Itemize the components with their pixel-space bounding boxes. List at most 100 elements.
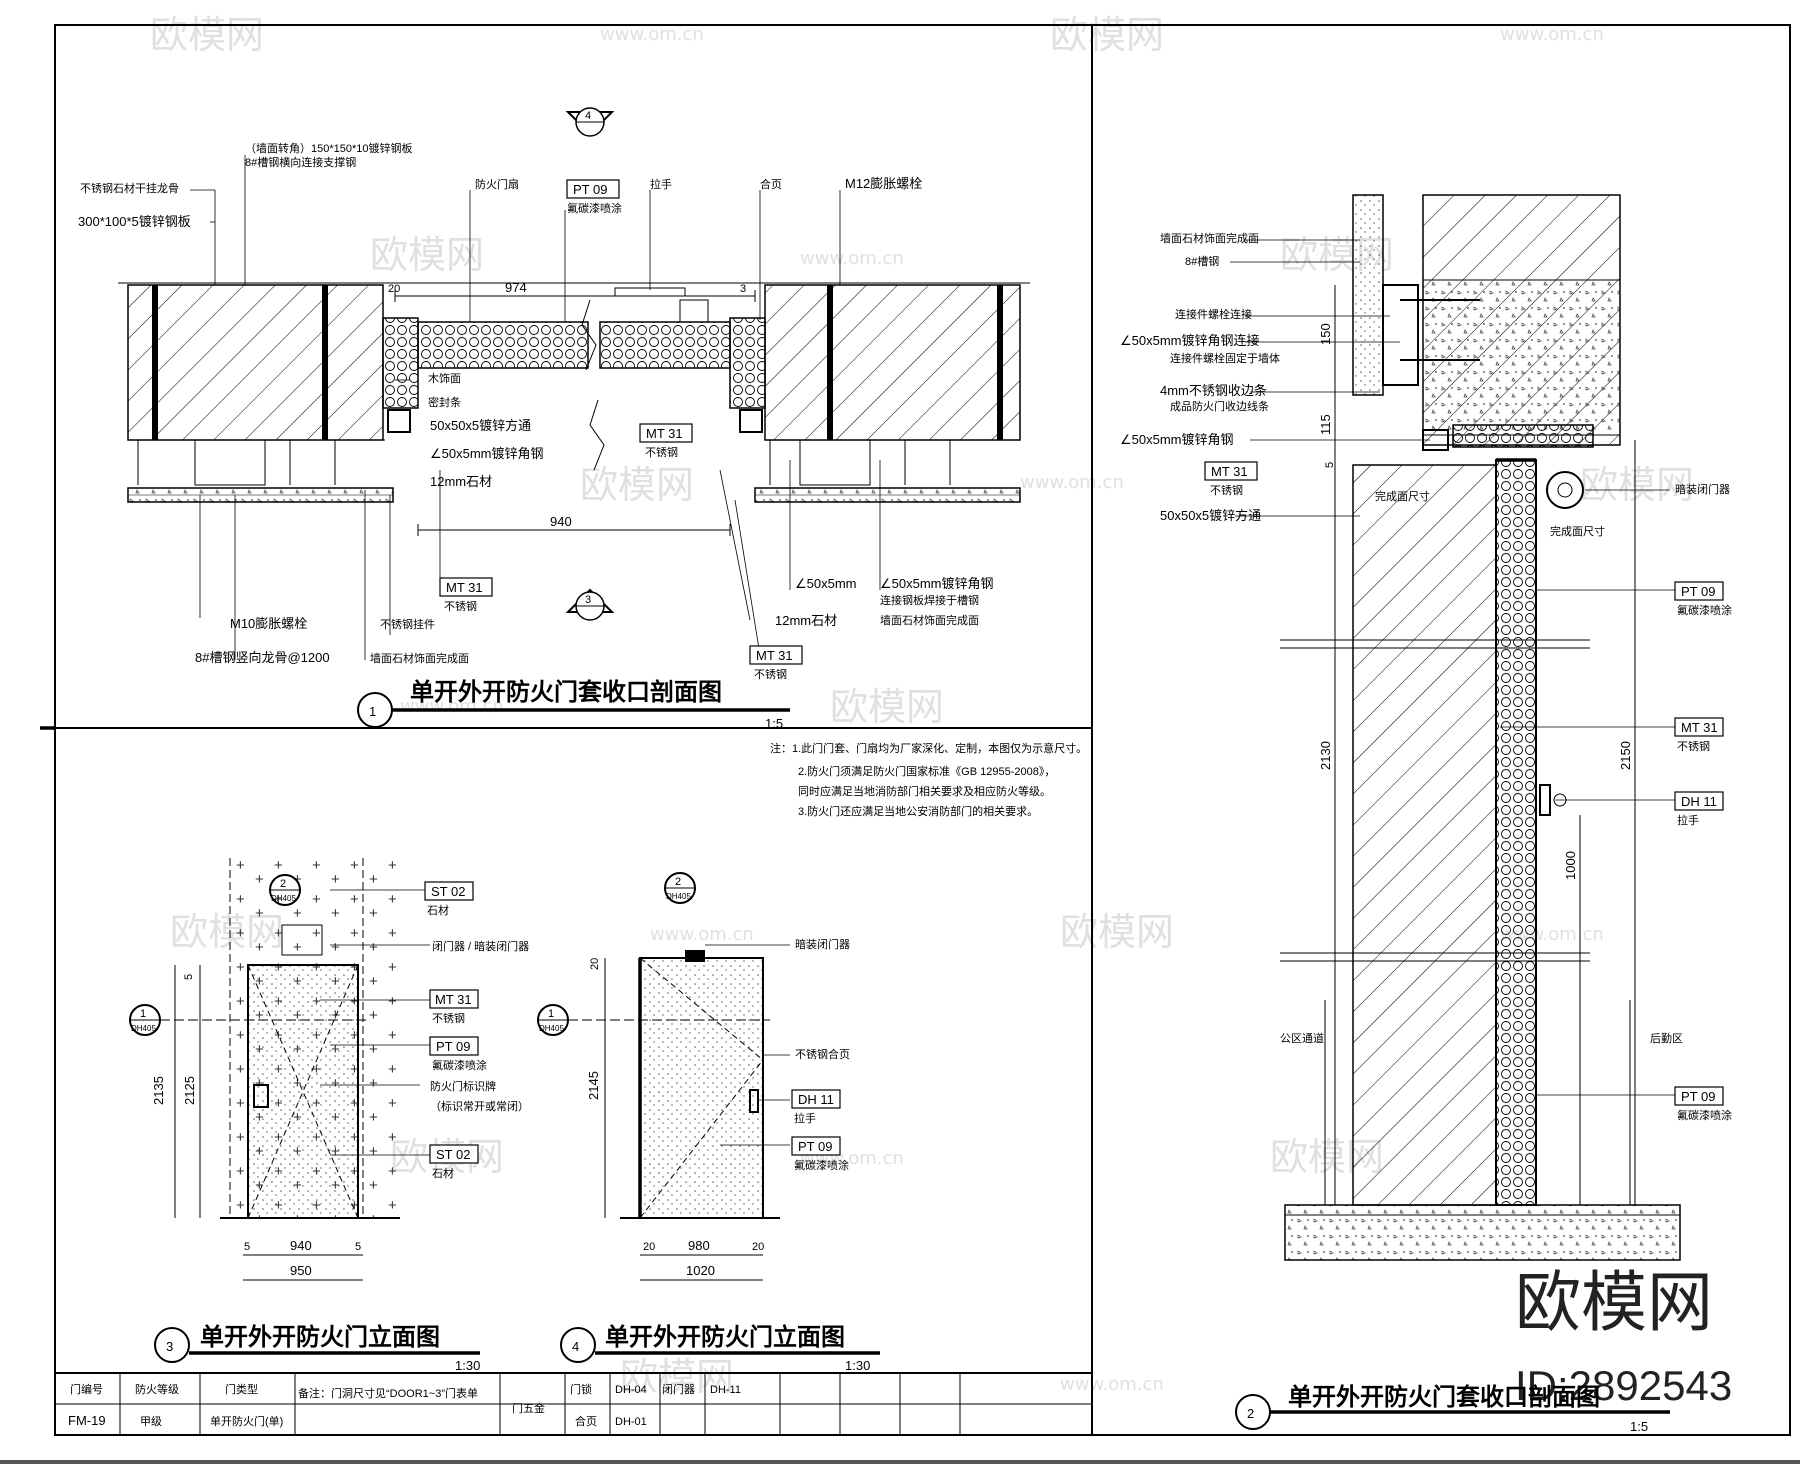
section-2-number: 2 (1247, 1406, 1254, 1421)
svg-text:ST 02: ST 02 (431, 884, 465, 899)
label-8ch: 8#槽钢竖向龙骨@1200 (195, 650, 330, 665)
s2-label-d: ∠50x5mm镀锌角钢连接 (1120, 333, 1260, 348)
dim-5a: 5 (244, 1241, 250, 1253)
note-2: 2.防火门须满足防火门国家标准《GB 12955-2008》， (798, 764, 1055, 778)
s2-label-l: 完成面尺寸 (1550, 524, 1605, 538)
dim-940: 940 (550, 514, 572, 529)
label-closer-e4: 暗装闭门器 (795, 937, 850, 951)
svg-text:不锈钢: 不锈钢 (754, 668, 787, 681)
label-m12: M12膨胀螺栓 (845, 176, 922, 191)
dim-1000: 1000 (1563, 851, 1578, 880)
svg-text:石材: 石材 (427, 903, 449, 917)
note-3: 同时应满足当地消防部门相关要求及相应防火等级。 (798, 784, 1051, 798)
watermark-brand-large: 欧模网 (1515, 1265, 1713, 1339)
watermark-brand: 欧模网 (150, 13, 264, 57)
label-sq-tube: 50x50x5镀锌方通 (430, 418, 531, 433)
svg-text:不锈钢: 不锈钢 (444, 600, 477, 613)
label-angle-plate: 300*100*5镀锌钢板 (78, 214, 191, 229)
label-12mm: 12mm石材 (430, 474, 492, 489)
svg-text:MT 31: MT 31 (446, 580, 483, 595)
svg-text:PT 09: PT 09 (798, 1139, 832, 1154)
label-handle: 拉手 (650, 177, 672, 191)
label-stone-frame: 不锈钢石材干挂龙骨 (80, 181, 179, 195)
dim-115: 115 (1318, 414, 1333, 435)
label-12mm-r: 12mm石材 (775, 613, 837, 628)
s2-label-b: 8#槽钢 (1185, 255, 1219, 268)
watermark-brand: 欧模网 (370, 233, 484, 277)
svg-text:拉手: 拉手 (1677, 813, 1699, 827)
tb-hinge: 合页 (575, 1414, 597, 1428)
watermark-url: www.om.cn (1020, 472, 1124, 493)
tb-lock-code: DH-04 (615, 1384, 647, 1396)
watermark-brand: 欧模网 (830, 685, 944, 729)
elev4-ref-top: 2 (675, 876, 681, 888)
label-angle-r4: 墙面石材饰面完成面 (880, 613, 979, 627)
watermark-url: www.om.cn (600, 24, 704, 45)
elevation-4-drawing: 2145 20 980 1020 20 20 2 DH405 1 DH405 暗… (537, 872, 880, 1373)
label-sign2: （标识常开或常闭） (430, 1099, 529, 1113)
svg-text:不锈钢: 不锈钢 (645, 446, 678, 459)
elev4-ref-side: 1 (548, 1008, 554, 1020)
svg-text:DH 11: DH 11 (1681, 794, 1717, 809)
label-bracket2: 8#槽钢横向连接支撑钢 (245, 155, 356, 169)
watermark-brand: 欧模网 (1060, 910, 1174, 954)
s2-label-h: ∠50x5mm镀锌角钢 (1120, 432, 1234, 447)
dim-20-v: 20 (589, 958, 601, 970)
label-sign: 防火门标识牌 (430, 1079, 496, 1093)
svg-text:氟碳漆喷涂: 氟碳漆喷涂 (794, 1158, 849, 1172)
dim-5b: 5 (355, 1241, 361, 1253)
svg-text:氟碳漆喷涂: 氟碳漆喷涂 (1677, 1108, 1732, 1122)
general-notes: 注：1.此门门套、门扇均为厂家深化、定制，本图仅为示意尺寸。 2.防火门须满足防… (770, 741, 1087, 818)
tb-closer-code: DH-11 (710, 1384, 741, 1396)
title-block: 门编号 防火等级 门类型 备注：门洞尺寸见“DOOR1~3”门表单 门五金 门锁… (54, 1372, 1093, 1436)
elev-3-number: 3 (166, 1339, 173, 1354)
label-closer-e3: 闭门器 / 暗装闭门器 (432, 939, 529, 953)
tb-closer: 闭门器 (662, 1382, 695, 1396)
section-1-title: 单开外开防火门套收口剖面图 (410, 678, 722, 706)
label-angle-5: ∠50x5mm镀锌角钢 (430, 446, 544, 461)
watermark-url: www.om.cn (1060, 1374, 1164, 1395)
tb-col-fire-rating: 防火等级 (135, 1382, 179, 1396)
dim-5-v: 5 (183, 974, 195, 980)
watermarks: 欧模网 www.om.cn 欧模网 www.om.cn 欧模网 www.om.c… (150, 13, 1732, 1409)
svg-text:不锈钢: 不锈钢 (1210, 484, 1243, 497)
dim-940-e3: 940 (290, 1238, 312, 1253)
section-2-drawing: 150 115 5 2130 2150 1000 墙面石材饰面完成面 8#槽钢 … (1120, 194, 1732, 1434)
label-stone-face: 墙面石材饰面完成面 (370, 651, 469, 665)
dim-1020: 1020 (686, 1263, 715, 1278)
svg-text:MT 31: MT 31 (756, 648, 793, 663)
tb-note: 备注：门洞尺寸见“DOOR1~3”门表单 (298, 1386, 478, 1400)
section-1-drawing: 974 20 3 940 4 3 (78, 107, 1030, 731)
svg-text:PT 09: PT 09 (573, 182, 607, 197)
svg-text:石材: 石材 (432, 1166, 454, 1180)
svg-text:MT 31: MT 31 (1681, 720, 1718, 735)
elev3-ref-top: 2 (280, 878, 286, 890)
label-hinge: 合页 (760, 177, 782, 191)
svg-text:拉手: 拉手 (794, 1111, 816, 1125)
tag-pt09-s1: PT 09 氟碳漆喷涂 (566, 179, 622, 215)
svg-text:PT 09: PT 09 (1681, 1089, 1715, 1104)
dim-20: 20 (388, 283, 400, 295)
note-4: 3.防火门还应满足当地公安消防部门的相关要求。 (798, 804, 1038, 818)
elev-3-scale: 1:30 (455, 1358, 480, 1373)
elev4-ref-code2: DH405 (539, 1024, 564, 1033)
watermark-url: www.om.cn (1500, 24, 1604, 45)
dim-5-s2: 5 (1324, 462, 1336, 468)
svg-text:PT 09: PT 09 (436, 1039, 470, 1054)
dim-150: 150 (1318, 323, 1333, 345)
svg-text:MT 31: MT 31 (1211, 464, 1248, 479)
s2-label-e: 连接件螺栓固定于墙体 (1170, 351, 1280, 365)
label-angle-r3: 连接钢板焊接于槽钢 (880, 593, 979, 607)
label-angle-r2: ∠50x5mm镀锌角钢 (880, 576, 994, 591)
section-2-title: 单开外开防火门套收口剖面图 (1288, 1383, 1600, 1411)
dim-20a: 20 (643, 1241, 655, 1253)
s2-label-c: 连接件螺栓连接 (1175, 307, 1252, 321)
elev4-ref-code: DH405 (666, 892, 691, 901)
